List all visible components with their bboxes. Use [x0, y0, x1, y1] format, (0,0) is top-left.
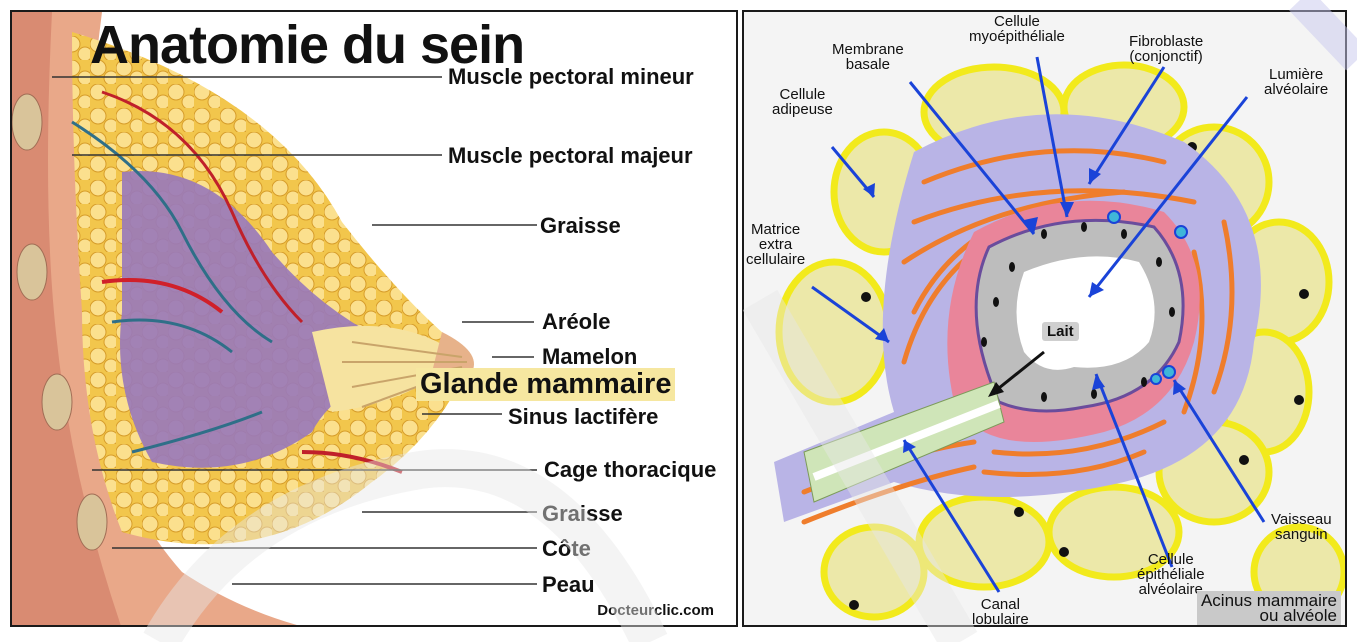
breast-anatomy-panel: Anatomie du sein Muscle pectoral mineur … — [10, 10, 738, 627]
credit-text: Docteurclic.com — [597, 602, 714, 619]
label-mammary-gland: Glande mammaire — [416, 368, 675, 401]
label-pectoral-minor: Muscle pectoral mineur — [448, 64, 694, 90]
label-skin: Peau — [542, 572, 595, 598]
label-lactiferous-sinus: Sinus lactifère — [508, 404, 658, 430]
label-fibroblast: Fibroblaste(conjonctif) — [1129, 34, 1203, 64]
label-pectoral-major: Muscle pectoral majeur — [448, 143, 693, 169]
label-milk: Lait — [1042, 322, 1079, 341]
label-areola: Aréole — [542, 309, 610, 335]
label-fat-top: Graisse — [540, 213, 621, 239]
acinus-illustration — [744, 12, 1347, 627]
breast-anatomy-illustration — [12, 12, 738, 627]
label-nipple: Mamelon — [542, 344, 637, 370]
label-fat-bottom: Graisse — [542, 501, 623, 527]
label-rib: Côte — [542, 536, 591, 562]
label-rib-cage: Cage thoracique — [544, 457, 716, 483]
